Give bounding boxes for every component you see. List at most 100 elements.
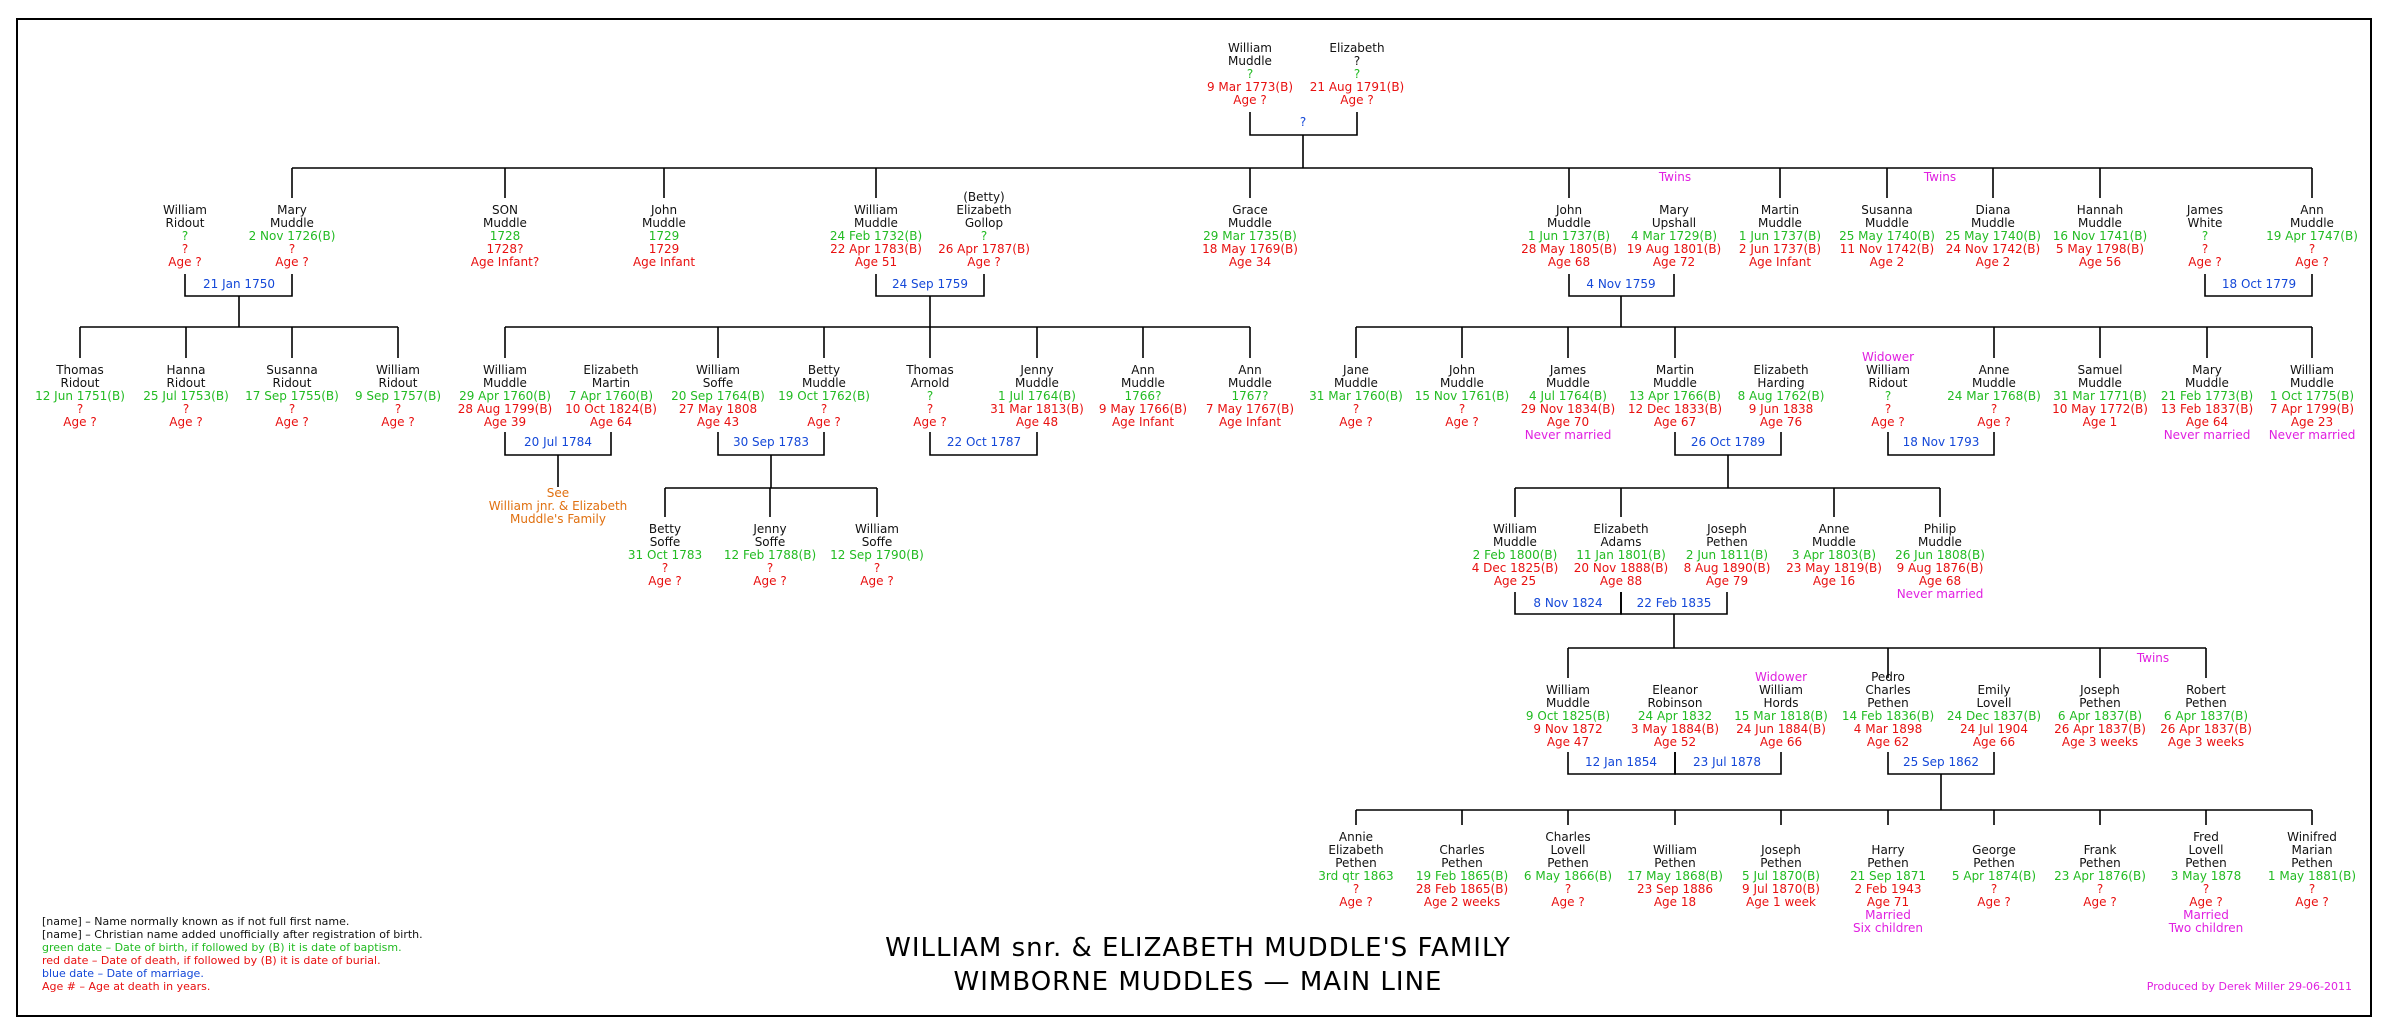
person-note: Never married <box>2164 428 2251 442</box>
death-date: 9 Jun 1838 <box>1749 402 1814 416</box>
death-date: 12 Dec 1833(B) <box>1628 402 1722 416</box>
person-name: Anne <box>1819 522 1850 536</box>
death-date: ? <box>662 561 668 575</box>
person-name: Joseph <box>2079 683 2120 697</box>
death-date: 26 Apr 1837(B) <box>2160 722 2252 736</box>
person-name: Jenny <box>752 522 786 536</box>
death-date: 9 Jul 1870(B) <box>1742 882 1820 896</box>
person-name: Muddle <box>1653 376 1697 390</box>
age-at-death: Age 71 <box>1867 895 1909 909</box>
chart-subtitle: WIMBORNE MUDDLES — MAIN LINE <box>954 967 1443 997</box>
age-at-death: Age 64 <box>2186 415 2228 429</box>
marriage-date: 21 Jan 1750 <box>203 277 275 291</box>
birth-date: 14 Feb 1836(B) <box>1842 709 1934 723</box>
person-name: Muddle <box>1971 216 2015 230</box>
credit-text: Produced by Derek Miller 29-06-2011 <box>2147 980 2352 993</box>
widower-note: Widower <box>1862 350 1914 364</box>
death-date: ? <box>1991 402 1997 416</box>
person-name: Lovell <box>2189 843 2224 857</box>
death-date: 22 Apr 1783(B) <box>830 242 922 256</box>
person-name: Elizabeth <box>1329 41 1384 55</box>
death-date: ? <box>927 402 933 416</box>
person-name: Muddle <box>854 216 898 230</box>
death-date: 27 May 1808 <box>679 402 757 416</box>
birth-date: 26 Jun 1808(B) <box>1895 548 1985 562</box>
death-date: ? <box>1459 402 1465 416</box>
age-at-death: Age 88 <box>1600 574 1642 588</box>
birth-date: 25 May 1740(B) <box>1839 229 1935 243</box>
age-at-death: Age 23 <box>2291 415 2333 429</box>
birth-date: 7 Apr 1760(B) <box>569 389 653 403</box>
person-name: Muddle <box>2185 376 2229 390</box>
person-name: Mary <box>2192 363 2222 377</box>
birth-date: 15 Mar 1818(B) <box>1734 709 1828 723</box>
person-name: John <box>650 203 677 217</box>
birth-date: 12 Jun 1751(B) <box>35 389 125 403</box>
age-at-death: Age 62 <box>1867 735 1909 749</box>
person-note: Never married <box>2269 428 2356 442</box>
person-name: James <box>1549 363 1586 377</box>
age-at-death: Age ? <box>967 255 1000 269</box>
person-name: Joseph <box>1760 843 1801 857</box>
person-name: Adams <box>1601 535 1642 549</box>
birth-date: 2 Nov 1726(B) <box>249 229 336 243</box>
person-name: Annie <box>1339 830 1373 844</box>
death-date: 19 Aug 1801(B) <box>1627 242 1721 256</box>
person-name: Ann <box>1131 363 1154 377</box>
person-name: Muddle <box>1228 54 1272 68</box>
birth-date: 11 Jan 1801(B) <box>1576 548 1666 562</box>
age-at-death: Age ? <box>860 574 893 588</box>
person-name: Robinson <box>1648 696 1703 710</box>
person-name: Pethen <box>1706 535 1748 549</box>
age-at-death: Age ? <box>1977 415 2010 429</box>
death-date: ? <box>289 242 295 256</box>
person-name: Lovell <box>1551 843 1586 857</box>
death-date: 26 Apr 1837(B) <box>2054 722 2146 736</box>
birth-date: 1729 <box>649 229 680 243</box>
death-date: 5 May 1798(B) <box>2056 242 2144 256</box>
birth-date: 25 Jul 1753(B) <box>143 389 229 403</box>
person-name: Frank <box>2084 843 2117 857</box>
birth-date: 24 Dec 1837(B) <box>1947 709 2041 723</box>
age-at-death: Age 16 <box>1813 574 1855 588</box>
birth-date: 9 Sep 1757(B) <box>355 389 441 403</box>
marriage-date: ? <box>1300 115 1306 129</box>
person-name: Ridout <box>167 376 206 390</box>
death-date: 2 Feb 1943 <box>1854 882 1921 896</box>
person-name: Muddle <box>1547 216 1591 230</box>
person-name: Muddle <box>1493 535 1537 549</box>
death-date: 9 Mar 1773(B) <box>1207 80 1293 94</box>
death-date: ? <box>2203 882 2209 896</box>
marriage-date: 18 Nov 1793 <box>1903 435 1980 449</box>
person-name: Harry <box>1871 843 1904 857</box>
death-date: 9 Nov 1872 <box>1533 722 1602 736</box>
death-date: 8 Aug 1890(B) <box>1684 561 1771 575</box>
death-date: 9 Aug 1876(B) <box>1897 561 1984 575</box>
person-name: Pethen <box>1547 856 1589 870</box>
connector-line <box>929 432 1038 456</box>
death-date: ? <box>821 402 827 416</box>
birth-date: 1 Oct 1775(B) <box>2270 389 2354 403</box>
death-date: ? <box>1885 402 1891 416</box>
person-name: Jenny <box>1019 363 1053 377</box>
age-at-death: Age 43 <box>697 415 739 429</box>
person-name: William <box>855 522 899 536</box>
birth-date: 6 Apr 1837(B) <box>2164 709 2248 723</box>
person-name: Joseph <box>1706 522 1747 536</box>
death-date: 11 Nov 1742(B) <box>1840 242 1934 256</box>
age-at-death: Age 3 weeks <box>2168 735 2244 749</box>
age-at-death: Age ? <box>753 574 786 588</box>
person-name: Grace <box>1232 203 1268 217</box>
marriage-date: 8 Nov 1824 <box>1533 596 1602 610</box>
person-name: Ridout <box>166 216 205 230</box>
birth-date: 1 Jun 1737(B) <box>1739 229 1821 243</box>
age-at-death: Age ? <box>2083 895 2116 909</box>
person-name: William <box>1493 522 1537 536</box>
marriage-date: 24 Sep 1759 <box>892 277 968 291</box>
person-name: Thomas <box>905 363 954 377</box>
death-date: 28 Aug 1799(B) <box>458 402 552 416</box>
person-name: William <box>163 203 207 217</box>
person-name: Ridout <box>1869 376 1908 390</box>
person-name: William <box>854 203 898 217</box>
person-name: Muddle <box>483 376 527 390</box>
